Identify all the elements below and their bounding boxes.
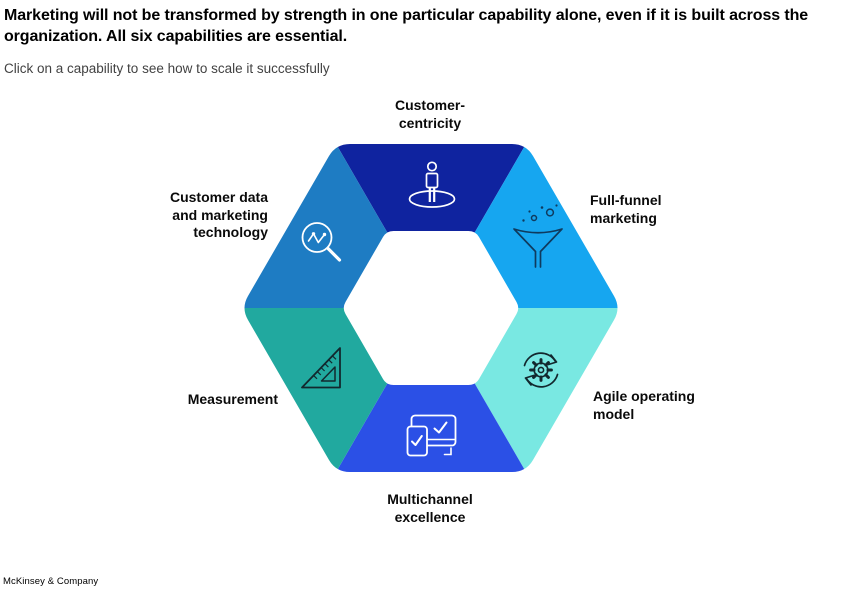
title-line: Marketing will not be transformed by str… — [4, 7, 725, 24]
label-line: Customer data — [169, 189, 268, 205]
data-point-dot — [322, 232, 327, 237]
label-customer-data-marketing-technology: Customer data and marketing technology — [88, 189, 268, 242]
label-line: Full-funnel — [590, 192, 662, 208]
label-agile-operating-model: Agile operating model — [593, 388, 695, 423]
person-spotlight-icon — [408, 161, 456, 208]
set-square-icon — [301, 347, 341, 389]
gear-refresh-icon — [523, 352, 559, 388]
data-point-dot — [311, 232, 316, 236]
title-line: across the organization. All six capabil… — [4, 7, 809, 45]
interaction-hint: Click on a capability to see how to scal… — [4, 61, 330, 76]
label-line: Measurement — [187, 391, 278, 407]
label-line: technology — [193, 224, 268, 240]
label-line: marketing — [590, 209, 657, 226]
label-line: Multichannel — [387, 491, 473, 507]
label-line: model — [593, 405, 635, 422]
magnifier-trendline-icon — [301, 222, 342, 262]
label-line: centricity — [398, 114, 462, 131]
mckinsey-logo: McKinsey & Company — [3, 576, 99, 587]
label-line: Customer- — [394, 97, 465, 113]
label-full-funnel-marketing: Full-funnel marketing — [590, 192, 662, 227]
particle-dot — [528, 210, 531, 213]
label-multichannel-excellence: Multichannel excellence — [330, 491, 530, 526]
label-line: and marketing — [172, 206, 268, 223]
particle-dot — [522, 219, 525, 222]
label-line: Agile operating — [593, 388, 695, 404]
particle-dot — [555, 204, 558, 207]
devices-checkmark-icon — [406, 414, 457, 457]
exhibit-title: Marketing will not be transformed by str… — [4, 5, 860, 47]
funnel-icon — [513, 204, 563, 268]
particle-dot — [540, 206, 544, 209]
label-customer-centricity: Customer- centricity — [330, 97, 530, 132]
label-line: excellence — [394, 508, 466, 525]
label-measurement: Measurement — [98, 391, 278, 409]
